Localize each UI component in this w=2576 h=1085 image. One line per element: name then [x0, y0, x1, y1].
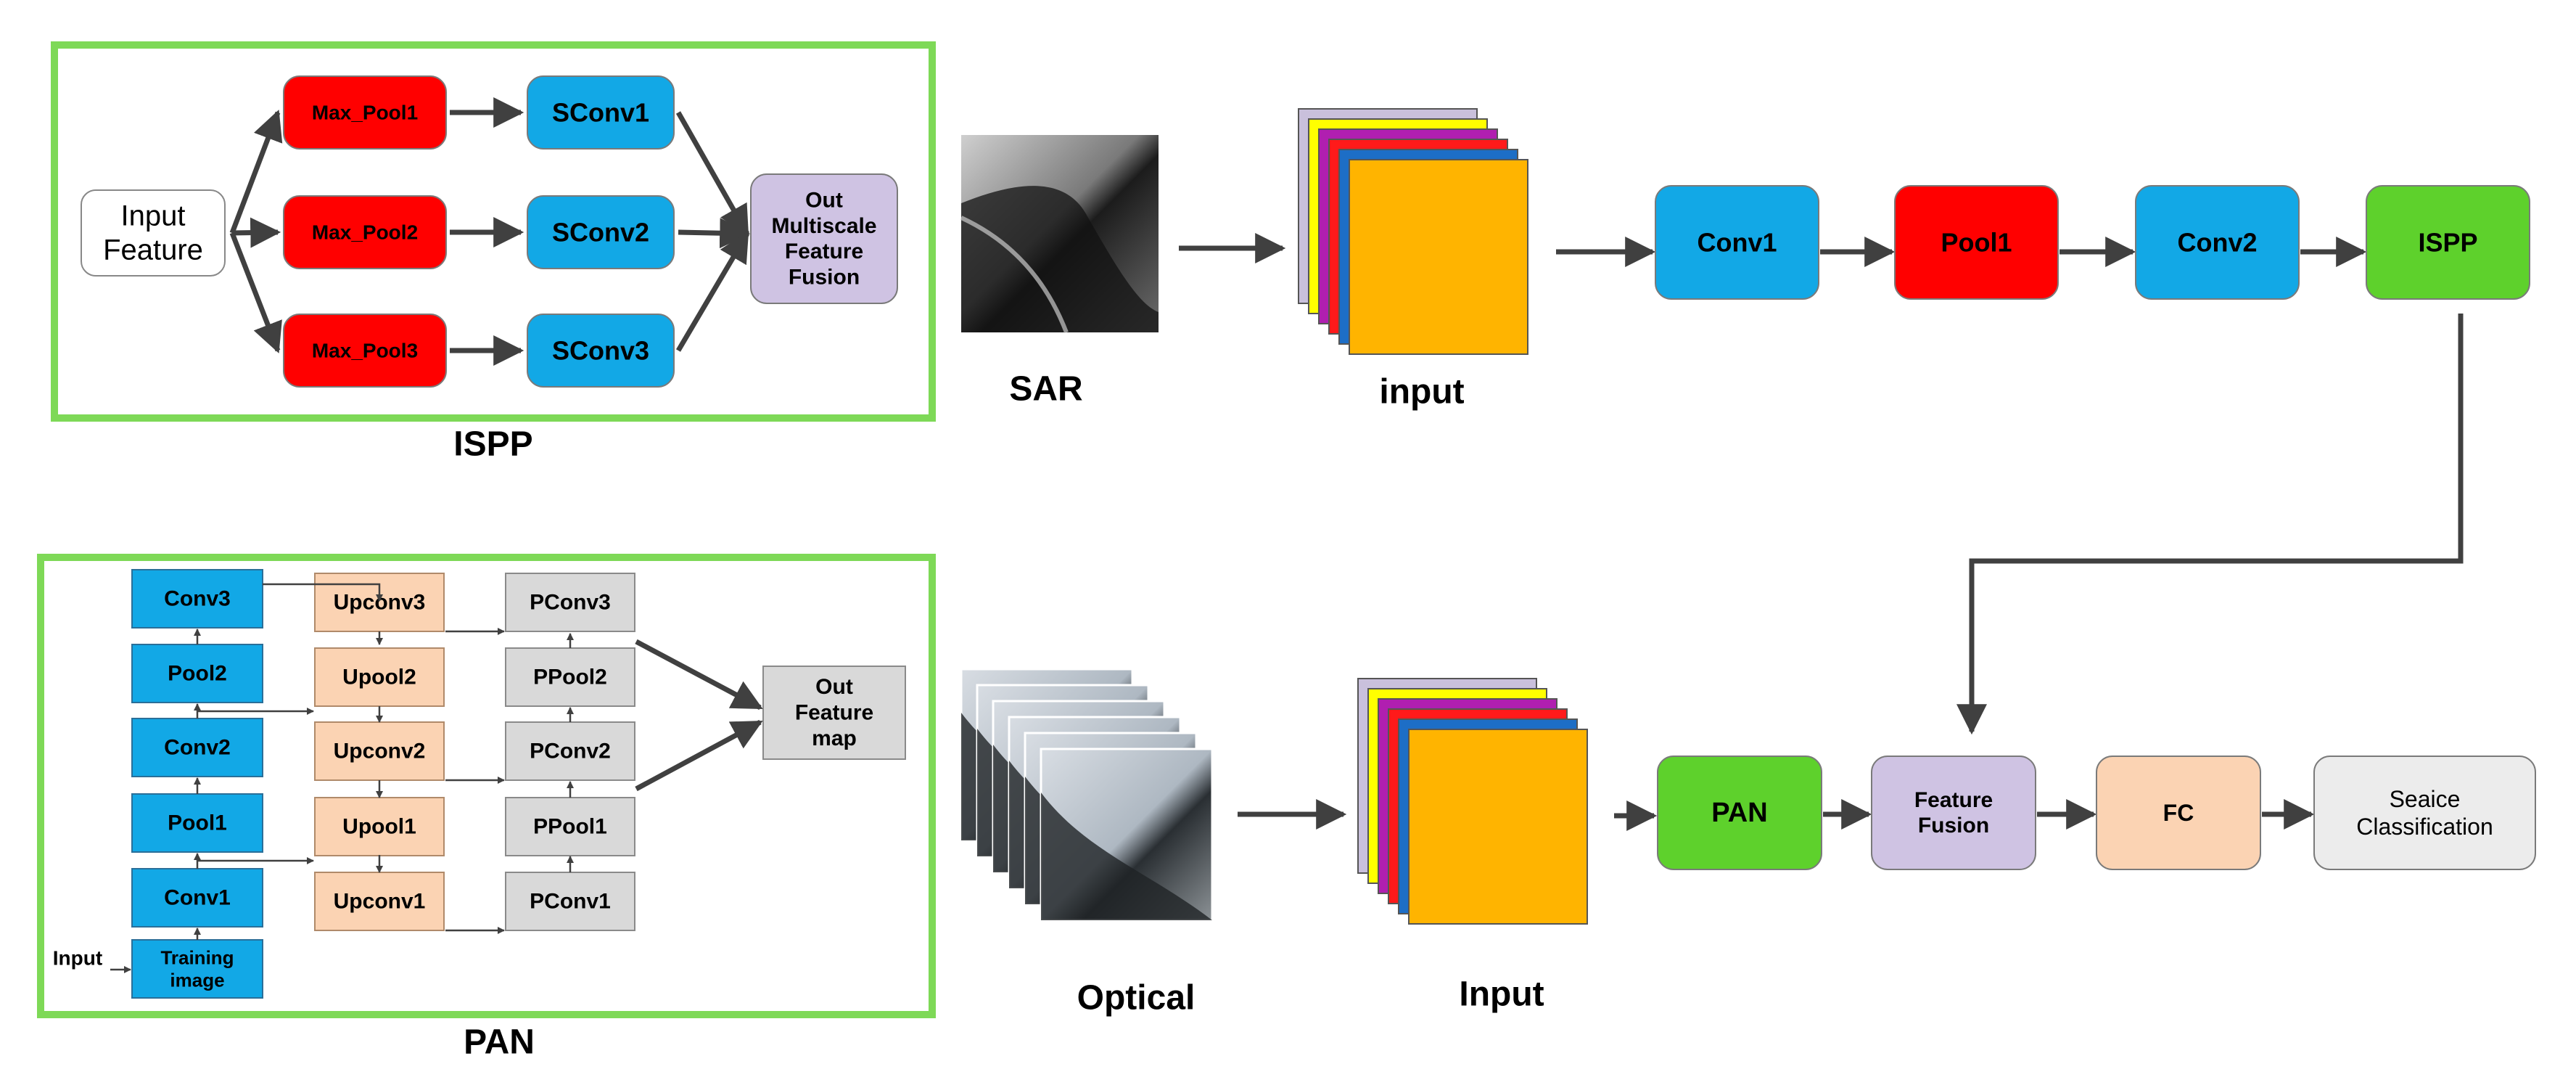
sar-step-pool1 — [1894, 185, 2059, 300]
decoder-upool1-label: Upool1 — [342, 815, 416, 839]
max-pool-1 — [283, 75, 447, 150]
pyramid-pconv3-label: PConv3 — [530, 591, 611, 615]
max-pool-2 — [283, 195, 447, 269]
pan-output-node — [762, 666, 906, 760]
sconv-1 — [527, 75, 675, 150]
sconv-3-label: SConv3 — [552, 336, 649, 366]
sar-image-texture — [960, 216, 1069, 334]
pyramid-ppool1-label: PPool1 — [533, 815, 607, 839]
arrow-pconv3-to-output — [635, 639, 763, 711]
encoder-conv1 — [131, 868, 263, 928]
sconv-1-label: SConv1 — [552, 98, 649, 128]
sar-step-conv1 — [1655, 185, 1819, 300]
sar-step-conv1-label: Conv1 — [1697, 228, 1777, 258]
pyramid-ppool1 — [505, 797, 635, 856]
input-feature-node-label-line-1: Input — [121, 200, 186, 232]
pyramid-pconv2-label: PConv2 — [530, 740, 611, 763]
multiscale-output-node-label-line-3: Feature — [785, 239, 863, 263]
optical-caption: Optical — [1077, 979, 1196, 1018]
arrow-input-to-maxpool-1 — [229, 110, 283, 234]
pan-output-node-label-line-3: map — [812, 726, 857, 750]
arrow-input-to-maxpool-2 — [231, 217, 281, 248]
decoder-upool2-label: Upool2 — [342, 666, 416, 689]
arrow-input-to-maxpool-3 — [229, 232, 282, 353]
training-image-node — [131, 939, 263, 999]
pyramid-pconv3 — [505, 573, 635, 632]
decoder-upconv3 — [314, 573, 445, 632]
arrow-pconv2-to-output — [635, 719, 763, 792]
pan-output-node-label-line-2: Feature — [795, 701, 873, 725]
decoder-upool1 — [314, 797, 445, 856]
sar-caption: SAR — [1009, 370, 1082, 409]
input-feature-node — [81, 189, 226, 277]
multiscale-output-node-label-line-4: Fusion — [789, 266, 860, 290]
encoder-pool1-label: Pool1 — [168, 811, 227, 835]
optical-step-fc — [2096, 756, 2261, 870]
encoder-conv2 — [131, 718, 263, 777]
optical-step-fc-label: FC — [2163, 800, 2194, 826]
optical-image-dark-6 — [1041, 793, 1212, 920]
max-pool-1-label: Max_Pool1 — [312, 102, 418, 124]
sar-input-caption: input — [1379, 373, 1464, 412]
pyramid-pconv1-label: PConv1 — [530, 890, 611, 914]
training-image-node-label-line-2: image — [170, 969, 224, 991]
ispp-frame — [51, 41, 936, 422]
pyramid-ppool2 — [505, 647, 635, 707]
optical-step-seaice-classification-label-line-1: Seaice — [2390, 786, 2461, 812]
encoder-pool2-label: Pool2 — [168, 662, 227, 686]
pan-output-node-label-line-1: Out — [815, 675, 853, 699]
optical-step-pan-label: PAN — [1711, 798, 1767, 828]
sar-step-conv2 — [2135, 185, 2300, 300]
optical-step-feature-fusion — [1871, 756, 2036, 870]
encoder-conv2-label: Conv2 — [164, 736, 231, 760]
pan-input-label: Input — [53, 947, 102, 970]
sconv-3 — [527, 314, 675, 388]
encoder-conv1-label: Conv1 — [164, 886, 231, 910]
optical-step-pan — [1657, 756, 1822, 870]
decoder-upconv1-label: Upconv1 — [334, 890, 426, 914]
decoder-upconv2-label: Upconv2 — [334, 740, 426, 763]
decoder-upconv1 — [314, 872, 445, 931]
sar-step-ispp-label: ISPP — [2418, 228, 2477, 258]
arrow-sconv-to-output-1 — [675, 111, 750, 237]
max-pool-3-label: Max_Pool3 — [312, 340, 418, 362]
skip-conv3-to-upconv3 — [263, 583, 383, 602]
encoder-conv3-label: Conv3 — [164, 587, 231, 611]
ispp-caption: ISPP — [453, 425, 532, 464]
pyramid-ppool2-label: PPool2 — [533, 666, 607, 689]
optical-step-seaice-classification — [2313, 756, 2536, 870]
arrow-sconv-to-output-2 — [678, 218, 751, 249]
encoder-conv3 — [131, 569, 263, 629]
optical-step-seaice-classification-label-line-2: Classification — [2356, 814, 2493, 840]
pan-frame — [37, 554, 936, 1018]
sar-stack-layer-6 — [1349, 159, 1528, 355]
max-pool-2-label: Max_Pool2 — [312, 221, 418, 244]
input-feature-node-label-line-2: Feature — [103, 234, 203, 266]
arrow-ispp-to-fusion — [1956, 314, 2464, 735]
optical-step-feature-fusion-label-line-2: Fusion — [1918, 814, 1989, 838]
training-image-node-label-line-1: Training — [160, 947, 234, 969]
arrow-sconv-to-output-3 — [675, 231, 750, 352]
sar-step-pool1-label: Pool1 — [1941, 228, 2012, 258]
max-pool-3 — [283, 314, 447, 388]
sconv-2-label: SConv2 — [552, 218, 649, 247]
sar-step-conv2-label: Conv2 — [2177, 228, 2257, 258]
multiscale-output-node-label-line-1: Out — [805, 188, 843, 212]
sar-image-dark-region — [961, 186, 1159, 332]
multiscale-output-node-label-line-2: Multiscale — [771, 214, 876, 238]
optical-input-caption: Input — [1459, 975, 1544, 1014]
pyramid-pconv2 — [505, 721, 635, 781]
encoder-pool1 — [131, 793, 263, 853]
multiscale-output-node — [750, 173, 898, 304]
pan-caption: PAN — [464, 1023, 535, 1062]
optical-stack-layer-6 — [1408, 729, 1588, 925]
sconv-2 — [527, 195, 675, 269]
optical-step-feature-fusion-label-line-1: Feature — [1914, 788, 1993, 812]
sar-step-ispp — [2366, 185, 2530, 300]
decoder-upool2 — [314, 647, 445, 707]
